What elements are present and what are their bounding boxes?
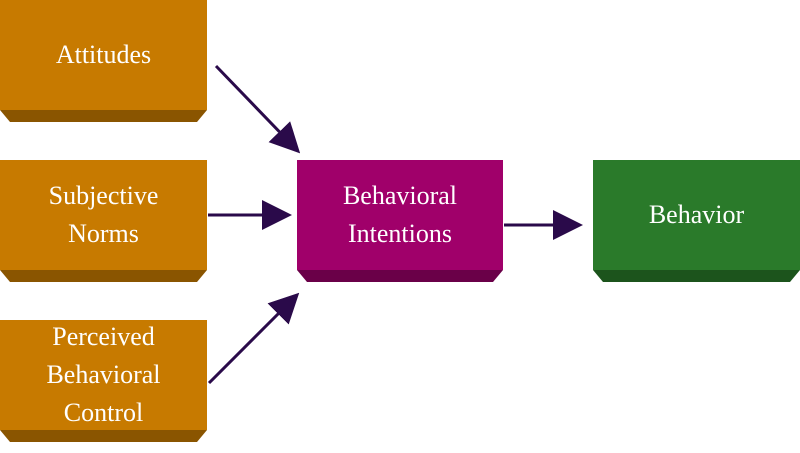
- perceived-control-label-line-2: Behavioral: [46, 360, 161, 389]
- arrow-attitudes-to-intentions: [214, 64, 301, 154]
- intentions-label-line-1: Behavioral: [342, 181, 458, 210]
- attitudes-box-shadow: [0, 110, 207, 122]
- subjective-norms-box: Subjective Norms: [0, 160, 207, 282]
- perceived-behavioral-control-box: Perceived Behavioral Control: [0, 320, 207, 442]
- subjective-norms-label-line-1: Subjective: [48, 181, 159, 210]
- intentions-label-line-2: Intentions: [347, 219, 452, 248]
- attitudes-label-line-1: Attitudes: [55, 40, 152, 69]
- perceived-behavioral-control-box-shadow: [0, 430, 207, 442]
- behavior-box: Behavior: [593, 160, 800, 282]
- behavior-box-shadow: [593, 270, 800, 282]
- perceived-control-label-line-3: Control: [63, 398, 144, 427]
- perceived-control-label-line-1: Perceived: [52, 322, 155, 351]
- arrow-perceived-control-to-intentions: [207, 292, 300, 385]
- subjective-norms-box-shadow: [0, 270, 207, 282]
- subjective-norms-label-line-2: Norms: [68, 219, 139, 248]
- attitudes-box: Attitudes: [0, 0, 207, 122]
- behavioral-intentions-box-shadow: [297, 270, 503, 282]
- behavioral-intentions-box: Behavioral Intentions: [297, 160, 503, 282]
- behavior-label-line-1: Behavior: [648, 200, 745, 229]
